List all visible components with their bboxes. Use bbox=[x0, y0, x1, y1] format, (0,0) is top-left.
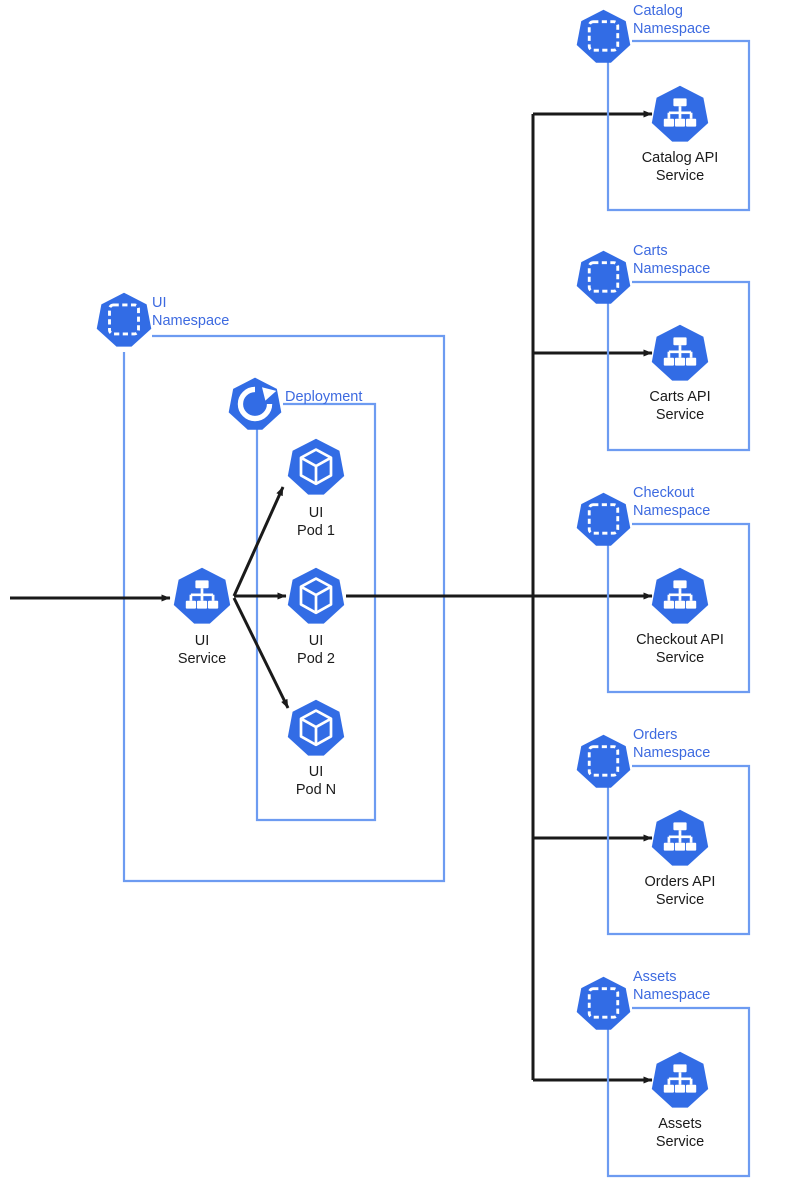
service-icon bbox=[650, 84, 710, 143]
orders-namespace-boundary bbox=[606, 764, 751, 936]
checkout-namespace-label-line2: Namespace bbox=[633, 503, 710, 519]
ui-namespace-label-line1: UI bbox=[152, 295, 167, 311]
service-icon bbox=[650, 566, 710, 625]
orders-namespace-label-line1: Orders bbox=[633, 727, 677, 743]
carts-namespace-group: Carts Namespace Carts API Service bbox=[575, 243, 751, 452]
carts-service-label-line1: Carts API bbox=[649, 389, 710, 405]
checkout-namespace-label-line1: Checkout bbox=[633, 485, 694, 501]
service-to-pod1-arrow bbox=[232, 486, 285, 597]
namespace-icon bbox=[575, 733, 632, 790]
deployment-boundary bbox=[255, 402, 377, 822]
orders-service-label-line2: Service bbox=[656, 892, 704, 908]
assets-namespace-label-line2: Namespace bbox=[633, 987, 710, 1003]
ui-service-label-line1: UI bbox=[195, 633, 210, 649]
service-to-podN-arrow bbox=[232, 597, 290, 709]
checkout-service-label-line2: Service bbox=[656, 650, 704, 666]
ui-namespace-boundary bbox=[122, 334, 446, 883]
catalog-namespace-group: Catalog Namespace Catalog API Service bbox=[575, 3, 751, 212]
assets-namespace-group: Assets Namespace Assets Service bbox=[575, 969, 751, 1178]
deployment-group: Deployment bbox=[229, 378, 377, 822]
namespace-icon bbox=[575, 491, 632, 548]
namespace-icon bbox=[575, 8, 632, 65]
ui-pod-n-label-line2: Pod N bbox=[296, 782, 336, 798]
checkout-namespace-boundary bbox=[606, 522, 751, 694]
ui-service-label-line2: Service bbox=[178, 651, 226, 667]
ui-pod-n-label-line1: UI bbox=[309, 764, 324, 780]
assets-service-label-line2: Service bbox=[656, 1134, 704, 1150]
service-icon bbox=[650, 323, 710, 382]
assets-service-label-line1: Assets bbox=[658, 1116, 702, 1132]
assets-namespace-label-line1: Assets bbox=[633, 969, 677, 985]
ui-pod-1-label-line1: UI bbox=[309, 505, 324, 521]
ui-namespace-label-line2: Namespace bbox=[152, 313, 229, 329]
ui-pod-1-node: UI Pod 1 bbox=[286, 437, 346, 539]
orders-namespace-group: Orders Namespace Orders API Service bbox=[575, 727, 751, 936]
namespace-icon bbox=[575, 249, 632, 306]
pod-icon bbox=[286, 437, 346, 496]
ui-pod-2-label-line1: UI bbox=[309, 633, 324, 649]
catalog-namespace-label-line1: Catalog bbox=[633, 3, 683, 19]
service-icon bbox=[650, 808, 710, 867]
carts-namespace-label-line2: Namespace bbox=[633, 261, 710, 277]
service-icon bbox=[650, 1050, 710, 1109]
carts-namespace-boundary bbox=[606, 280, 751, 452]
pod-icon bbox=[286, 698, 346, 757]
orders-service-label-line1: Orders API bbox=[645, 874, 716, 890]
ui-pod-1-label-line2: Pod 1 bbox=[297, 523, 335, 539]
orders-namespace-label-line2: Namespace bbox=[633, 745, 710, 761]
deployment-icon bbox=[229, 378, 282, 430]
assets-namespace-boundary bbox=[606, 1006, 751, 1178]
catalog-namespace-label-line2: Namespace bbox=[633, 21, 710, 37]
ui-pod-n-node: UI Pod N bbox=[286, 698, 346, 798]
catalog-service-label-line1: Catalog API bbox=[642, 150, 719, 166]
deployment-label: Deployment bbox=[285, 389, 362, 405]
pod-icon bbox=[286, 566, 346, 625]
ui-namespace-group: UI Namespace bbox=[95, 291, 446, 883]
carts-namespace-label-line1: Carts bbox=[633, 243, 668, 259]
service-icon bbox=[172, 566, 232, 625]
checkout-namespace-group: Checkout Namespace Checkout API Service bbox=[575, 485, 751, 694]
catalog-service-label-line2: Service bbox=[656, 168, 704, 184]
ui-pod-2-node: UI Pod 2 bbox=[286, 566, 346, 667]
catalog-namespace-boundary bbox=[606, 39, 751, 212]
namespace-icon bbox=[575, 975, 632, 1032]
checkout-service-label-line1: Checkout API bbox=[636, 632, 724, 648]
ui-pod-2-label-line2: Pod 2 bbox=[297, 651, 335, 667]
carts-service-label-line2: Service bbox=[656, 407, 704, 423]
ui-namespace-icon bbox=[95, 291, 153, 349]
ui-service-node: UI Service bbox=[172, 566, 232, 667]
